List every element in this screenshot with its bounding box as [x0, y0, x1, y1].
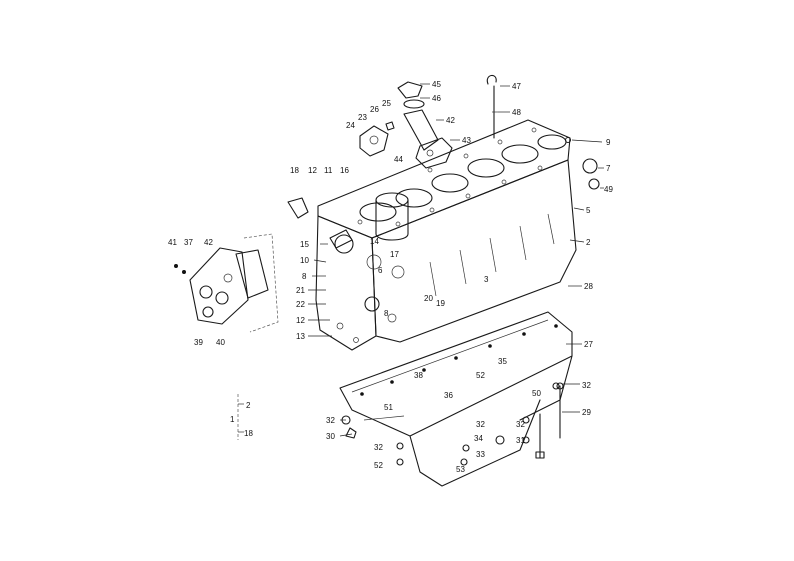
legend-item-2: 2 [246, 401, 251, 410]
callout-13: 13 [296, 332, 305, 341]
callout-23: 23 [358, 113, 367, 122]
callout-12-lower: 12 [296, 316, 305, 325]
callout-38: 38 [414, 371, 423, 380]
callout-30: 30 [326, 432, 335, 441]
callout-labels: 45 46 47 48 42 43 44 24 23 26 25 9 7 49 … [168, 80, 613, 474]
callout-3: 3 [484, 275, 489, 284]
callout-32-bottom: 32 [374, 443, 383, 452]
callout-14: 14 [370, 237, 379, 246]
callout-20: 20 [424, 294, 433, 303]
dipstick [486, 74, 498, 139]
callout-42-left: 42 [204, 238, 213, 247]
callout-15: 15 [300, 240, 309, 249]
engine-block [287, 119, 577, 351]
callout-22: 22 [296, 300, 305, 309]
oil-pan [339, 311, 573, 487]
legend-bracket: 1 2 18 [230, 394, 253, 440]
callout-29: 29 [582, 408, 591, 417]
callout-42-top: 42 [446, 116, 455, 125]
callout-45: 45 [432, 80, 441, 89]
legend-marker: 1 [230, 415, 235, 424]
callout-40: 40 [216, 338, 225, 347]
callout-31: 31 [516, 436, 525, 445]
legend-item-18: 18 [244, 429, 253, 438]
callout-26: 26 [370, 105, 379, 114]
callout-18: 18 [290, 166, 299, 175]
callout-9: 9 [606, 138, 611, 147]
callout-34: 34 [474, 434, 483, 443]
callout-41: 41 [168, 238, 177, 247]
callout-25: 25 [382, 99, 391, 108]
callout-17: 17 [390, 250, 399, 259]
callout-32-left: 32 [326, 416, 335, 425]
callout-47: 47 [512, 82, 521, 91]
callout-28: 28 [584, 282, 593, 291]
callout-21: 21 [296, 286, 305, 295]
timing-cover [174, 233, 279, 333]
callout-46: 46 [432, 94, 441, 103]
callout-49: 49 [604, 185, 613, 194]
callout-33: 33 [476, 450, 485, 459]
callout-6: 6 [378, 266, 383, 275]
callout-11: 11 [324, 166, 333, 175]
callout-16: 16 [340, 166, 349, 175]
callout-2: 2 [586, 238, 591, 247]
callout-36: 36 [444, 391, 453, 400]
callout-52-lower: 52 [374, 461, 383, 470]
callout-39: 39 [194, 338, 203, 347]
oil-filler-assembly [397, 81, 453, 169]
callout-43: 43 [462, 136, 471, 145]
callout-32-mid: 32 [476, 420, 485, 429]
callout-48: 48 [512, 108, 521, 117]
callout-8-lower: 8 [384, 309, 389, 318]
callout-53: 53 [456, 465, 465, 474]
callout-5: 5 [586, 206, 591, 215]
leader-lines [308, 83, 604, 437]
callout-32-right-lower: 32 [516, 420, 525, 429]
callout-32-right: 32 [582, 381, 591, 390]
callout-24: 24 [346, 121, 355, 130]
callout-10: 10 [300, 256, 309, 265]
callout-50: 50 [532, 389, 541, 398]
callout-19: 19 [436, 299, 445, 308]
callout-51: 51 [384, 403, 393, 412]
callout-8-upper: 8 [302, 272, 307, 281]
callout-7: 7 [606, 164, 611, 173]
callout-27: 27 [584, 340, 593, 349]
callout-37: 37 [184, 238, 193, 247]
callout-44: 44 [394, 155, 403, 164]
water-outlet-housing [359, 121, 395, 157]
callout-52-upper: 52 [476, 371, 485, 380]
oil-pan-bolts [535, 382, 564, 459]
callout-12-top: 12 [308, 166, 317, 175]
callout-35: 35 [498, 357, 507, 366]
